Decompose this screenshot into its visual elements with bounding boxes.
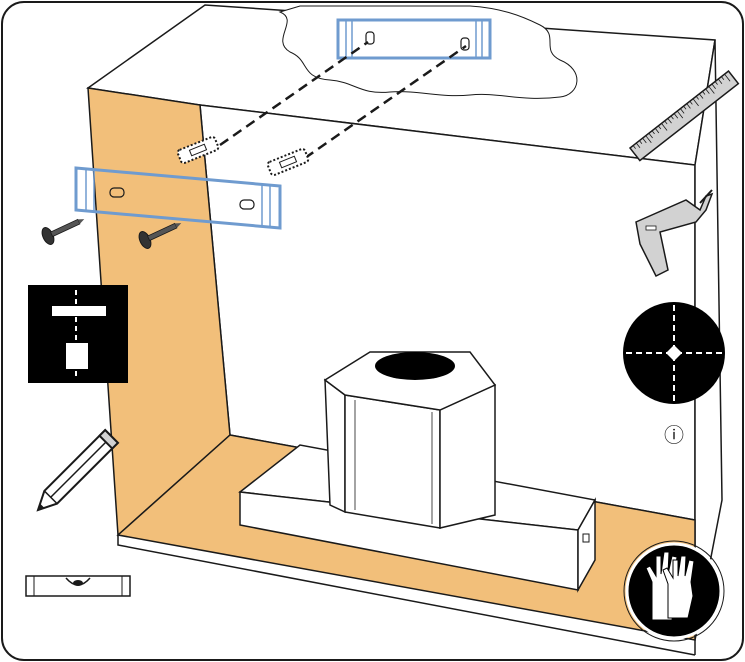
ruler-tick	[654, 128, 660, 134]
ruler-tick	[667, 118, 672, 124]
ruler-tick	[661, 123, 668, 131]
ruler-tick	[711, 83, 716, 89]
gloves-icon	[623, 540, 725, 642]
ruler-tick	[651, 130, 655, 135]
range-hood	[238, 351, 597, 593]
ruler-tick	[708, 86, 715, 94]
ruler-tick	[683, 105, 687, 110]
ruler-tick	[689, 100, 693, 105]
ruler-tick	[705, 88, 710, 94]
ruler-tick	[721, 76, 725, 80]
wall-plug-left	[176, 135, 220, 165]
mounting-template-icon	[28, 285, 128, 383]
hood-exhaust-opening	[375, 352, 455, 380]
screw-left	[41, 218, 85, 245]
ruler-tick	[686, 103, 691, 109]
hood-chimney-front	[344, 394, 441, 529]
screw-right	[138, 222, 182, 249]
hood-base-side	[577, 497, 596, 593]
ruler-tick	[673, 113, 679, 119]
ruler-tick	[664, 120, 668, 125]
hood-base-switch	[582, 533, 590, 543]
ruler-tick	[645, 135, 652, 144]
wall-cutout	[278, 5, 578, 99]
ruler-tick	[642, 137, 647, 144]
ruler-tick	[717, 78, 723, 85]
ruler-tick	[632, 145, 636, 149]
spirit-level-icon	[25, 575, 131, 597]
ruler-tick	[676, 110, 684, 119]
ruler-tick	[635, 142, 641, 149]
ruler-tick	[680, 108, 685, 114]
crosshair-icon	[623, 302, 725, 404]
ruler-tick	[658, 125, 662, 130]
ruler-icon	[628, 69, 740, 162]
ruler-tick	[724, 73, 731, 82]
guide-line-left	[219, 40, 369, 147]
ruler-tick	[695, 96, 699, 100]
cabinet-bottom-front-edge	[117, 535, 696, 656]
left-wall-bracket	[74, 166, 282, 230]
pencil-icon	[36, 428, 120, 512]
guide-line-right	[304, 44, 467, 160]
ruler-tick	[702, 91, 706, 95]
wall-plug-right	[266, 147, 310, 177]
ruler-tick	[692, 98, 699, 107]
info-icon: ⓘ	[664, 423, 684, 447]
ruler-tick	[714, 81, 718, 85]
ruler-tick	[670, 115, 674, 120]
cabinet	[86, 4, 723, 656]
ruler-tick	[639, 140, 643, 145]
ruler-tick	[699, 93, 704, 99]
ruler-tick	[648, 132, 653, 139]
drill-icon	[635, 189, 714, 278]
